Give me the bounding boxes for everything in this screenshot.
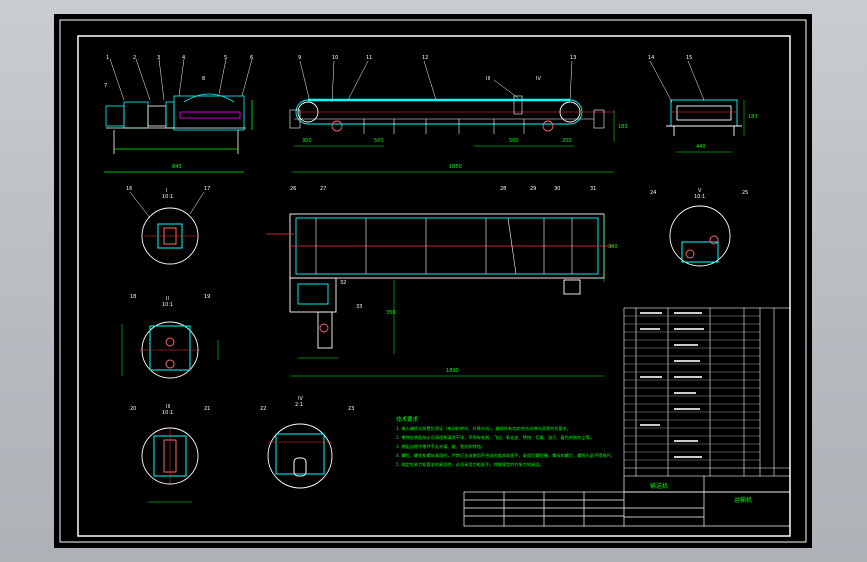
front-view	[289, 95, 615, 173]
svg-text:V: V	[698, 188, 702, 194]
svg-text:21: 21	[204, 406, 210, 412]
plan-view	[266, 213, 614, 377]
svg-text:500: 500	[374, 138, 384, 144]
svg-text:II: II	[166, 296, 169, 302]
svg-text:183: 183	[748, 114, 758, 120]
svg-text:500: 500	[509, 138, 519, 144]
detail-view-IV: IV 2:1 22 23	[260, 396, 354, 489]
svg-text:18: 18	[130, 294, 136, 300]
svg-text:I: I	[166, 188, 167, 194]
svg-text:9: 9	[298, 55, 301, 61]
svg-text:IV: IV	[298, 396, 303, 402]
svg-text:31: 31	[590, 186, 596, 192]
svg-text:10:1: 10:1	[694, 194, 705, 200]
svg-text:19: 19	[204, 294, 210, 300]
svg-text:30: 30	[554, 186, 560, 192]
svg-text:6: 6	[250, 55, 253, 61]
svg-text:26: 26	[290, 186, 296, 192]
svg-text:11: 11	[366, 55, 372, 61]
svg-text:8: 8	[202, 76, 205, 82]
svg-text:300: 300	[302, 138, 312, 144]
svg-text:183: 183	[618, 124, 628, 130]
svg-text:2: 2	[133, 55, 136, 61]
detail-view-I: I 10:1 16 17	[126, 186, 210, 265]
svg-text:28: 28	[500, 186, 506, 192]
svg-text:1. 输入端传动装置应保证（电动机转向、升降方向），确保所有: 1. 输入端传动装置应保证（电动机转向、升降方向），确保所有齿轮啮合间隙与润滑符…	[396, 425, 571, 432]
cad-drawing: 840 1 2 3 4 5 6 7 8	[59, 19, 807, 543]
svg-text:12: 12	[422, 55, 428, 61]
top-view-callouts: 1 2 3 4 5 6 7 8	[104, 55, 253, 101]
svg-text:17: 17	[204, 186, 210, 192]
detail-view-III: III 10:1 20 21	[130, 404, 210, 503]
svg-text:2. 零件在装配前必须清理和清洗干净，不得有毛刺、飞边、氧化: 2. 零件在装配前必须清理和清洗干净，不得有毛刺、飞边、氧化皮、锈蚀、切屑、油污…	[396, 434, 594, 441]
svg-text:350: 350	[386, 310, 396, 316]
svg-text:29: 29	[530, 186, 536, 192]
svg-text:440: 440	[696, 144, 706, 150]
svg-text:24: 24	[650, 190, 656, 196]
svg-text:25: 25	[742, 190, 748, 196]
svg-text:300: 300	[608, 244, 618, 250]
svg-text:22: 22	[260, 406, 266, 412]
svg-text:III: III	[486, 76, 490, 82]
svg-text:20: 20	[130, 406, 136, 412]
svg-text:4. 螺钉、螺栓和螺母紧固时，严禁打击或使用不合适的旋具和扳: 4. 螺钉、螺栓和螺母紧固时，严禁打击或使用不合适的旋具和扳手，紧固后螺钉槽、螺…	[396, 452, 615, 459]
svg-text:200: 200	[562, 138, 572, 144]
svg-text:1: 1	[106, 55, 109, 61]
svg-text:840: 840	[172, 164, 182, 170]
svg-text:16: 16	[126, 186, 132, 192]
drawing-name: 输送机	[650, 482, 668, 490]
svg-text:2:1: 2:1	[295, 402, 303, 408]
svg-text:33: 33	[356, 304, 362, 310]
svg-text:IV: IV	[536, 76, 541, 82]
svg-text:3. 装配过程中零件不允许磕、碰、划伤和锈蚀。: 3. 装配过程中零件不允许磕、碰、划伤和锈蚀。	[396, 443, 485, 450]
parts-list	[623, 307, 791, 477]
detail-view-II: II 10:1 18 19	[121, 294, 219, 379]
svg-text:7: 7	[104, 83, 107, 89]
svg-text:5. 规定拧紧力矩要求的紧固件，必须采用力矩扳手，并按规定的: 5. 规定拧紧力矩要求的紧固件，必须采用力矩扳手，并按规定的拧紧力矩紧固。	[396, 461, 544, 468]
svg-text:5: 5	[224, 55, 227, 61]
title-block	[463, 476, 791, 527]
svg-text:14: 14	[648, 55, 654, 61]
svg-text:1890: 1890	[446, 368, 459, 374]
svg-text:1850: 1850	[449, 164, 462, 170]
drawing-sheet: 840 1 2 3 4 5 6 7 8	[54, 14, 812, 548]
detail-view-V: V 10:1 24 25	[650, 188, 748, 267]
svg-text:13: 13	[570, 55, 576, 61]
svg-text:27: 27	[320, 186, 326, 192]
svg-text:32: 32	[340, 280, 346, 286]
technical-requirements: 技术要求 1. 输入端传动装置应保证（电动机转向、升降方向），确保所有齿轮啮合间…	[396, 415, 615, 468]
svg-text:10: 10	[332, 55, 338, 61]
svg-text:23: 23	[348, 406, 354, 412]
svg-text:10:1: 10:1	[162, 194, 173, 200]
company-name: 运输机	[734, 496, 752, 504]
svg-text:3: 3	[157, 55, 160, 61]
svg-text:10:1: 10:1	[162, 302, 173, 308]
svg-text:15: 15	[686, 55, 692, 61]
side-view-left	[104, 93, 253, 173]
svg-text:技术要求: 技术要求	[396, 415, 419, 423]
svg-text:III: III	[166, 404, 170, 410]
svg-text:4: 4	[182, 55, 185, 61]
svg-text:10:1: 10:1	[162, 410, 173, 416]
